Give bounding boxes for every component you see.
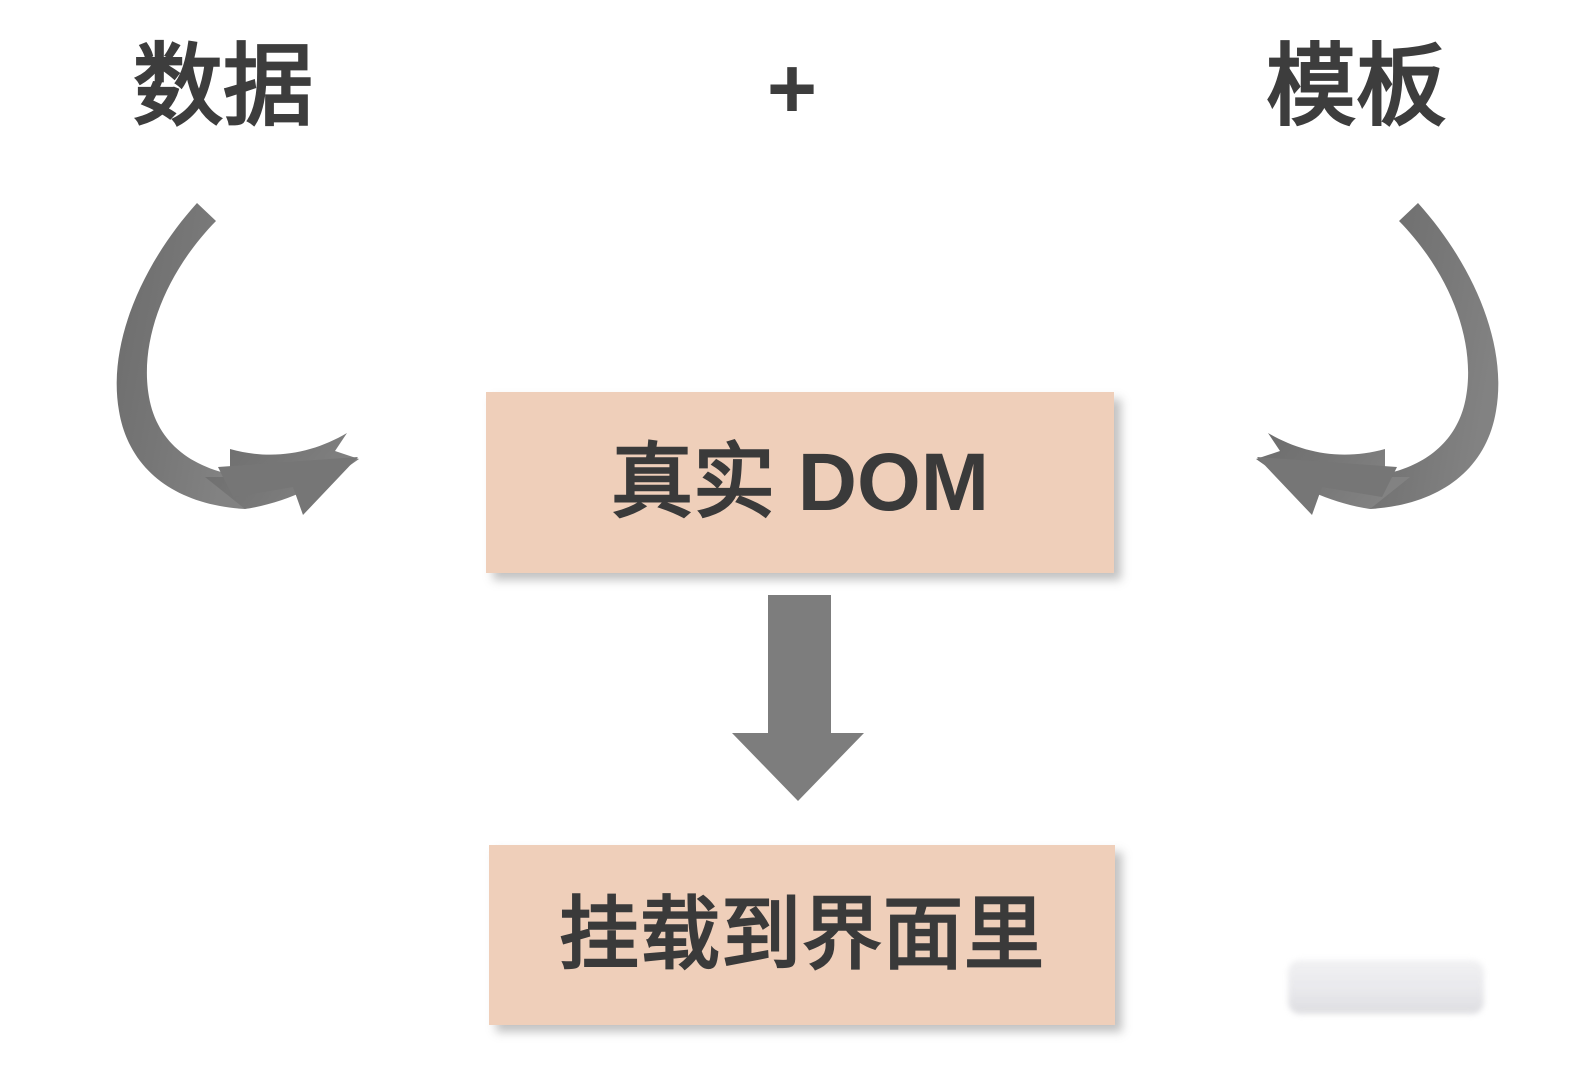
box-mount-to-ui: 挂载到界面里 xyxy=(489,845,1115,1025)
watermark xyxy=(1288,960,1484,1014)
label-template: 模板 xyxy=(1266,37,1446,137)
plus-operator-icon: + xyxy=(766,41,818,137)
label-data: 数据 xyxy=(133,37,313,137)
curved-arrow-down-left-icon xyxy=(1256,203,1499,515)
arrow-down-icon xyxy=(732,595,864,801)
box-real-dom: 真实 DOM xyxy=(486,392,1114,573)
box-real-dom-label: 真实 DOM xyxy=(610,436,990,528)
curved-arrow-down-right-icon xyxy=(116,203,359,515)
box-mount-to-ui-label: 挂载到界面里 xyxy=(559,890,1045,979)
